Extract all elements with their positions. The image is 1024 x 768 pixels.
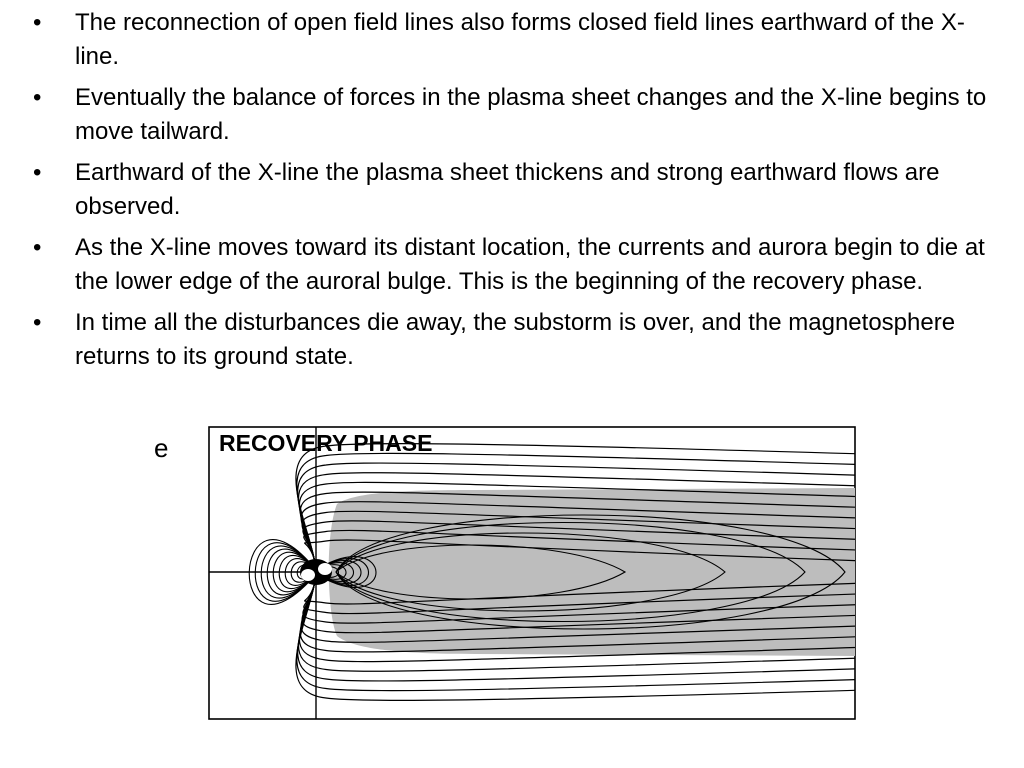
bullet-list: • The reconnection of open field lines a… (30, 6, 990, 381)
bullet-item: • In time all the disturbances die away,… (30, 306, 990, 374)
plasma-sheet-closed-loop (335, 514, 846, 630)
tail-field-line-south (302, 571, 855, 624)
plasma-sheet-closed-loop (335, 521, 806, 623)
nightside-closed-loop (315, 556, 377, 588)
bullet-text: As the X-line moves toward its distant l… (75, 234, 985, 295)
plasma-sheet-closed-loop (335, 532, 726, 612)
figure-title: RECOVERY PHASE (219, 430, 432, 456)
bullet-item: • As the X-line moves toward its distant… (30, 231, 990, 299)
bullet-symbol: • (33, 9, 42, 36)
bullet-symbol: • (33, 84, 42, 111)
bullet-symbol: • (33, 234, 42, 261)
recovery-phase-figure: RECOVERY PHASE (205, 424, 860, 722)
tail-field-line-south (301, 571, 855, 634)
tail-field-line-south (300, 571, 855, 643)
tail-field-line-north (300, 501, 855, 573)
tail-field-line-north (304, 539, 855, 573)
plasma-sheet-closed-loop (335, 544, 627, 600)
tail-field-line-south (304, 571, 855, 605)
nightside-closed-loop (315, 558, 370, 586)
bullet-text: In time all the disturbances die away, t… (75, 309, 956, 370)
panel-letter: e (154, 433, 169, 463)
bullet-item: • Eventually the balance of forces in th… (30, 81, 990, 149)
bullet-text: Earthward of the X-line the plasma sheet… (75, 159, 940, 220)
field-lines-group (248, 443, 855, 701)
plasma-sheet-shading (328, 488, 855, 656)
tail-field-line-south (303, 571, 855, 615)
bullet-symbol: • (33, 309, 42, 336)
tail-field-line-north (301, 510, 855, 573)
earth-icon (300, 559, 332, 585)
nightside-closed-loop (315, 560, 362, 584)
bullet-text: Eventually the balance of forces in the … (75, 84, 987, 145)
bullet-symbol: • (33, 159, 42, 186)
bullet-item: • Earthward of the X-line the plasma she… (30, 156, 990, 224)
bullet-item: • The reconnection of open field lines a… (30, 6, 990, 74)
tail-field-line-north (303, 529, 855, 573)
nightside-closed-loop (315, 562, 355, 582)
tail-field-line-north (302, 520, 855, 573)
magnetosphere-diagram: RECOVERY PHASE (208, 426, 856, 720)
bullet-text: The reconnection of open field lines als… (75, 9, 965, 70)
